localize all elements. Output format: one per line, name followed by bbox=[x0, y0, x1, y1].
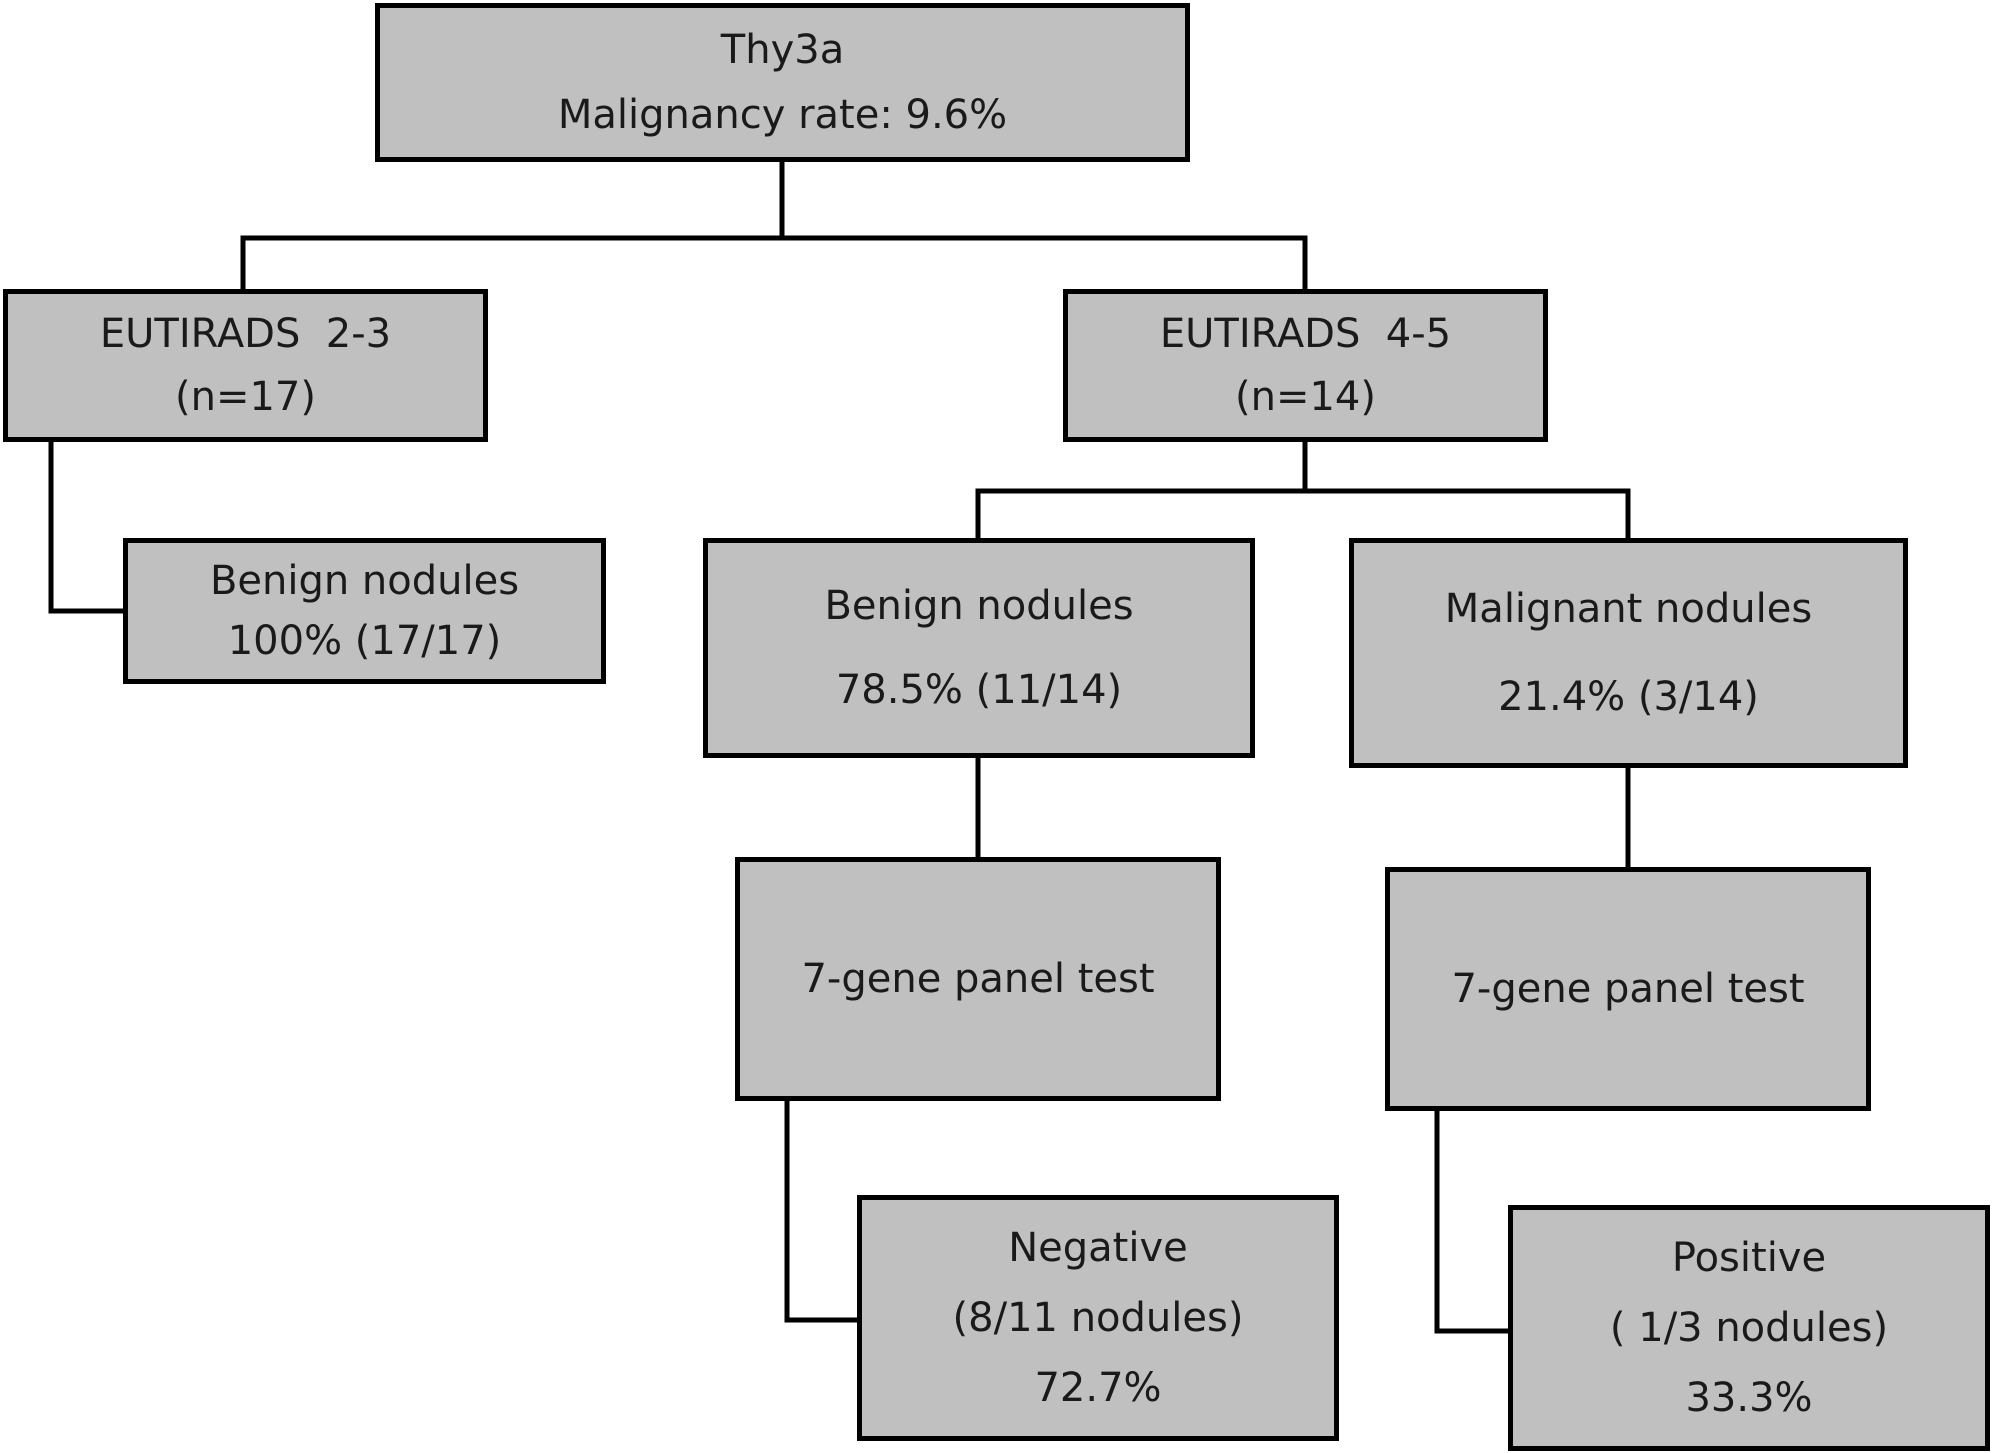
node-gene-panel-malignant: 7-gene panel test bbox=[1385, 867, 1871, 1111]
node-title: Benign nodules bbox=[209, 558, 520, 604]
node-benign-4-5: Benign nodules 78.5% (11/14) bbox=[703, 538, 1255, 758]
node-title: 7-gene panel test bbox=[1451, 966, 1805, 1012]
node-title: Negative bbox=[1008, 1225, 1188, 1271]
node-percent: 33.3% bbox=[1685, 1375, 1813, 1421]
edge-panelR-pos bbox=[1434, 1108, 1511, 1334]
node-percent: 72.7% bbox=[1034, 1365, 1162, 1411]
node-detail: (8/11 nodules) bbox=[952, 1295, 1244, 1341]
node-detail: (n=17) bbox=[175, 373, 316, 420]
node-thy3a: Thy3a Malignancy rate: 9.6% bbox=[375, 3, 1190, 162]
node-detail: 21.4% (3/14) bbox=[1498, 674, 1759, 720]
node-title: 7-gene panel test bbox=[801, 956, 1155, 1002]
node-negative: Negative (8/11 nodules) 72.7% bbox=[857, 1195, 1339, 1441]
node-title: Malignant nodules bbox=[1444, 586, 1813, 632]
node-eutirads-2-3: EUTIRADS 2-3 (n=17) bbox=[3, 289, 488, 442]
node-detail: ( 1/3 nodules) bbox=[1609, 1305, 1889, 1351]
node-title: Benign nodules bbox=[824, 582, 1134, 629]
node-gene-panel-benign: 7-gene panel test bbox=[735, 857, 1221, 1101]
node-title: EUTIRADS 4-5 bbox=[1159, 311, 1452, 358]
node-malignant-4-5: Malignant nodules 21.4% (3/14) bbox=[1349, 538, 1908, 768]
node-title: Thy3a bbox=[720, 27, 845, 74]
node-title: Positive bbox=[1671, 1235, 1827, 1281]
node-detail: (n=14) bbox=[1235, 373, 1376, 420]
node-benign-2-3: Benign nodules 100% (17/17) bbox=[123, 538, 606, 684]
node-detail: 78.5% (11/14) bbox=[835, 667, 1123, 714]
node-positive: Positive ( 1/3 nodules) 33.3% bbox=[1508, 1205, 1990, 1451]
node-eutirads-4-5: EUTIRADS 4-5 (n=14) bbox=[1063, 289, 1548, 442]
edge-panelL-neg bbox=[784, 1098, 860, 1323]
node-detail: Malignancy rate: 9.6% bbox=[557, 91, 1008, 138]
edge-eu23-ben23 bbox=[48, 439, 126, 614]
node-detail: 100% (17/17) bbox=[227, 618, 502, 664]
node-title: EUTIRADS 2-3 bbox=[99, 311, 392, 358]
